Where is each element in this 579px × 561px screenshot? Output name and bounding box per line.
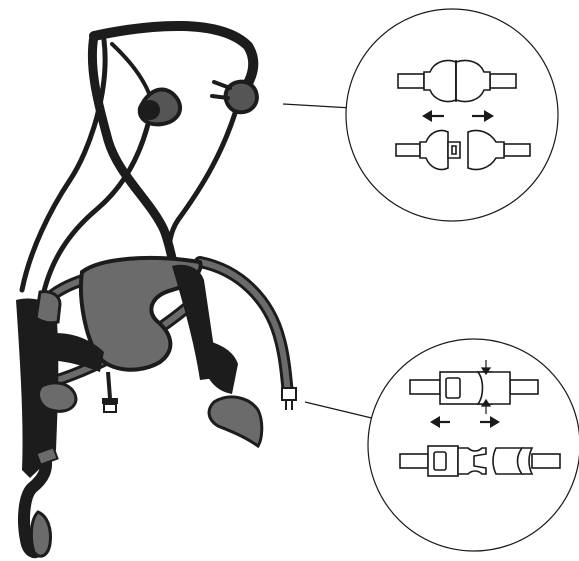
callout-line-top — [282, 103, 353, 109]
arrow-right-icon — [472, 110, 494, 122]
connector-detail-circle — [345, 8, 559, 222]
arrow-left-icon — [430, 416, 450, 428]
dangling-clip — [102, 371, 118, 413]
left-foot-pad — [29, 510, 52, 558]
right-foot-pad — [207, 395, 264, 449]
left-leg-strap — [18, 446, 53, 559]
right-earpiece — [210, 79, 259, 115]
arrow-right-icon — [480, 416, 500, 428]
cord-right — [166, 93, 243, 261]
left-inner-strap — [44, 333, 104, 372]
cord-left-long — [19, 37, 108, 293]
right-strap-lower — [204, 340, 238, 394]
cord-mid — [39, 113, 153, 303]
left-earpiece — [137, 87, 182, 127]
left-leg-clip — [35, 446, 59, 466]
hose-connector-end — [281, 387, 297, 410]
round-connector-joined-icon — [397, 59, 517, 103]
head-strap — [89, 20, 259, 95]
callout-line-bottom — [304, 401, 381, 421]
arrow-left-icon — [422, 110, 444, 122]
lower-left-cup — [37, 381, 78, 413]
side-release-buckle-joined-icon — [409, 371, 539, 405]
harness-illustration — [16, 20, 297, 559]
buckle-detail-circle — [367, 338, 579, 552]
round-connector-separated-icon — [395, 129, 531, 171]
left-strap-gray-band — [34, 290, 62, 325]
press-arrow-icon — [480, 360, 492, 414]
side-release-buckle-separated-icon — [399, 445, 561, 477]
